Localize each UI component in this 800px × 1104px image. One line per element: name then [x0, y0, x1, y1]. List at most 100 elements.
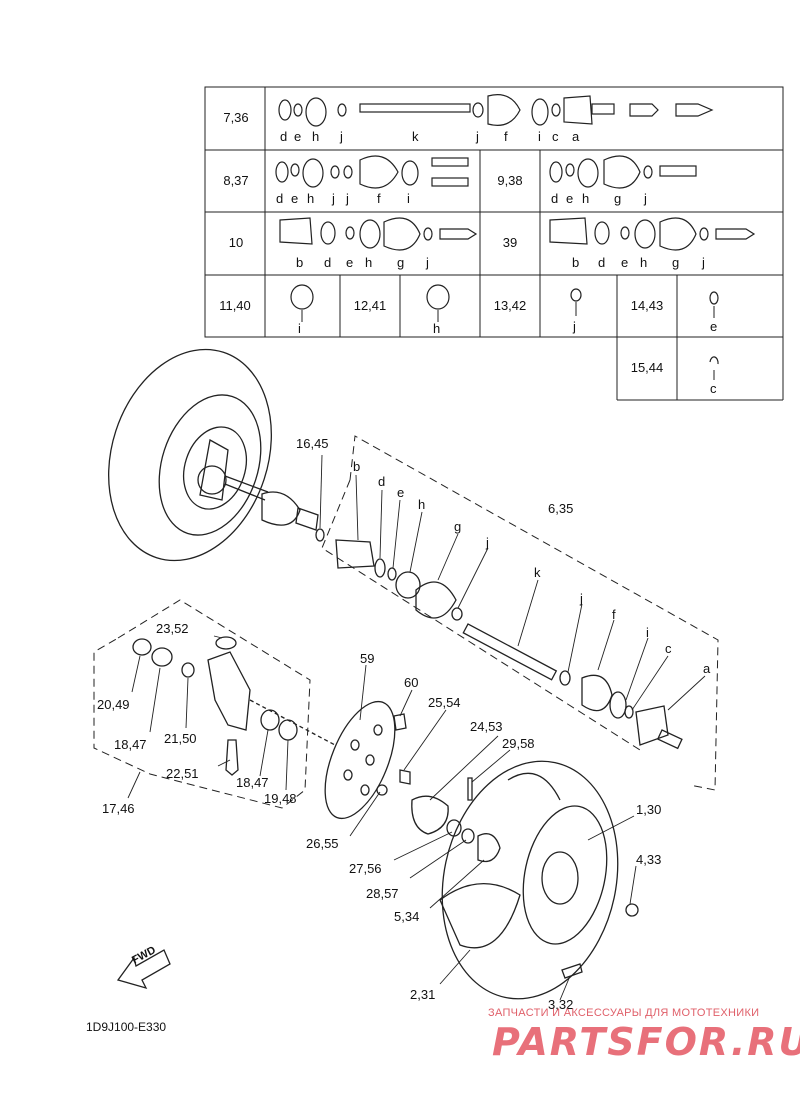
kit-table-grid [204, 86, 784, 401]
table-letter: j [573, 319, 576, 334]
callout-label: f [612, 607, 616, 622]
leader-lines [127, 454, 706, 1001]
table-letter: h [640, 255, 648, 270]
table-letter: i [298, 321, 301, 336]
table-letter: i [538, 129, 541, 144]
table-row4-label: 11,40 [219, 298, 251, 313]
table-letter: e [291, 191, 299, 206]
table-letter: i [407, 191, 410, 206]
watermark-brand: PARTSFOR.RU [492, 1020, 800, 1064]
watermark-tagline: ЗАПЧАСТИ И АКСЕССУАРЫ ДЛЯ МОТОТЕХНИКИ [488, 1007, 760, 1019]
table-letter: k [412, 129, 419, 144]
table-leaders [301, 302, 715, 380]
callout-label: g [454, 519, 462, 534]
table-letter: g [397, 255, 405, 270]
table-letter: c [710, 381, 717, 396]
table-row5-label: 15,44 [630, 360, 664, 375]
callout-label: d [378, 474, 386, 489]
table-letter: e [710, 319, 718, 334]
table-letter: e [346, 255, 354, 270]
table-letter: e [566, 191, 574, 206]
table-letter: j [346, 191, 349, 206]
upper-driveshaft [224, 475, 325, 542]
table-letter: d [276, 191, 284, 206]
callout-label: 21,50 [164, 731, 197, 746]
callout-label: 4,33 [636, 852, 662, 867]
callout-label: 26,55 [306, 836, 339, 851]
callout-label: i [646, 625, 649, 640]
callout-label: j [486, 535, 489, 550]
callout-label: 19,48 [264, 791, 297, 806]
lower-wheel [439, 760, 639, 1000]
table-letter: e [621, 255, 629, 270]
table-letter: a [572, 129, 580, 144]
callout-label: 20,49 [97, 697, 130, 712]
table-letter: h [582, 191, 590, 206]
table-letter: d [551, 191, 559, 206]
table-letter: h [433, 321, 441, 336]
upper-wheel [108, 348, 272, 562]
callout-label: 25,54 [428, 695, 461, 710]
callout-label: c [665, 641, 672, 656]
diagram-code: 1D9J100-E330 [86, 1020, 167, 1034]
callout-label: 60 [404, 675, 419, 690]
cv-joint-parts [335, 539, 683, 750]
callout-label: j [580, 591, 583, 606]
table-letter: g [672, 255, 680, 270]
table-row3-label: 10 [228, 235, 244, 250]
callout-label: a [703, 661, 711, 676]
table-letter: j [476, 129, 479, 144]
table-part-sketches [275, 94, 756, 365]
table-letter: e [294, 129, 302, 144]
table-row1-label: 7,36 [223, 110, 249, 125]
callout-label: 17,46 [102, 801, 135, 816]
table-letter: j [426, 255, 429, 270]
callout-label: 2,31 [410, 987, 436, 1002]
callout-label: 6,35 [548, 501, 574, 516]
callout-label: h [418, 497, 426, 512]
table-row4-label: 12,41 [353, 298, 387, 313]
table-letter: b [572, 255, 580, 270]
callout-label: 23,52 [156, 621, 189, 636]
callout-label: e [397, 485, 405, 500]
callout-label: 5,34 [394, 909, 420, 924]
table-letter: h [307, 191, 315, 206]
callout-label: 18,47 [114, 737, 147, 752]
callout-label: k [534, 565, 541, 580]
table-letter: h [312, 129, 320, 144]
table-letter: f [504, 129, 508, 144]
table-row4-label: 14,43 [630, 298, 664, 313]
callout-label: 24,53 [470, 719, 503, 734]
table-row3-label2: 39 [502, 235, 518, 250]
callout-label: 18,47 [236, 775, 269, 790]
callout-label: 27,56 [349, 861, 382, 876]
table-letter: c [552, 129, 559, 144]
fwd-arrow-icon [116, 949, 171, 990]
table-letter: d [280, 129, 288, 144]
table-letter: j [340, 129, 343, 144]
callout-label: 3,32 [548, 997, 574, 1012]
knuckle-parts [132, 636, 336, 776]
brake-disc [324, 700, 407, 820]
table-row2-label: 8,37 [223, 173, 249, 188]
callout-label: 22,51 [166, 766, 199, 781]
table-row4-label: 13,42 [493, 298, 527, 313]
table-letter: d [598, 255, 606, 270]
table-letter: d [324, 255, 332, 270]
callout-label: b [353, 459, 361, 474]
callout-label: 29,58 [502, 736, 535, 751]
table-letter: j [644, 191, 647, 206]
table-letter: f [377, 191, 381, 206]
table-letter: g [614, 191, 622, 206]
table-letter: h [365, 255, 373, 270]
table-letter: b [296, 255, 304, 270]
callout-label: 28,57 [366, 886, 399, 901]
table-letter: j [702, 255, 705, 270]
callout-label: 59 [360, 651, 375, 666]
callout-label: 1,30 [636, 802, 662, 817]
table-row2-label2: 9,38 [497, 173, 523, 188]
callout-label: 16,45 [296, 436, 329, 451]
table-letter: j [332, 191, 335, 206]
dashed-kit-box [93, 435, 719, 809]
